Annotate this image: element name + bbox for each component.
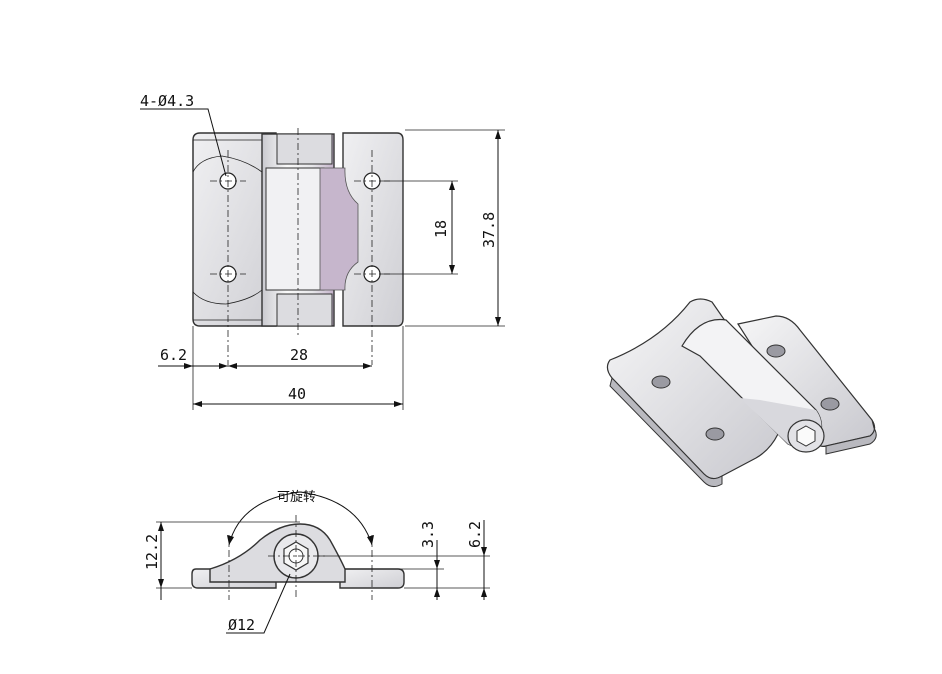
knuckle-center-body xyxy=(265,167,325,291)
knuckle-top-band xyxy=(276,133,333,165)
dim-plate-thickness-label: 3.3 xyxy=(419,521,437,548)
dim-side-height-label: 12.2 xyxy=(143,534,161,570)
dim-total-height: 37.8 xyxy=(405,129,505,327)
dim-pivot-height-label: 6.2 xyxy=(466,521,484,548)
side-view: 可旋转 12.2 3.3 6.2 xyxy=(143,490,490,634)
dim-total-height-label: 37.8 xyxy=(480,212,498,248)
iso-left-leaf-edge xyxy=(609,377,723,488)
iso-hole-1 xyxy=(651,375,671,389)
iso-hex-socket xyxy=(796,425,816,447)
dim-hole-pitch-vertical-label: 18 xyxy=(432,220,450,238)
rotation-arrow: 可旋转 xyxy=(227,490,374,546)
hole-callout-label: 4-Ø4.3 xyxy=(140,92,194,110)
dim-side-height: 12.2 xyxy=(143,521,300,600)
dim-edge-offset-label: 6.2 xyxy=(160,346,187,364)
front-view: 4-Ø4.3 37.8 18 xyxy=(140,92,505,410)
rotatable-note: 可旋转 xyxy=(277,490,316,505)
dim-total-width: 40 xyxy=(193,385,403,407)
isometric-view xyxy=(606,298,877,488)
dim-plate-thickness: 3.3 xyxy=(345,521,444,600)
knuckle-diameter-label: Ø12 xyxy=(228,616,255,634)
iso-right-leaf-edge xyxy=(825,419,877,455)
dim-hole-pitch-vertical: 18 xyxy=(380,180,458,275)
iso-hole-3 xyxy=(766,344,786,358)
knuckle-bottom-band xyxy=(276,293,333,327)
dim-pivot-height: 6.2 xyxy=(318,520,490,600)
dim-hole-pitch-horizontal-label: 28 xyxy=(290,346,308,364)
knuckle-purple-section xyxy=(319,167,359,291)
dim-total-width-label: 40 xyxy=(288,385,306,403)
hole-callout: 4-Ø4.3 xyxy=(140,92,227,177)
iso-hole-2 xyxy=(705,427,725,441)
dim-horizontal-row: 6.2 28 xyxy=(158,326,404,410)
knuckle-diameter-callout: Ø12 xyxy=(226,573,291,634)
iso-hole-4 xyxy=(820,397,840,411)
